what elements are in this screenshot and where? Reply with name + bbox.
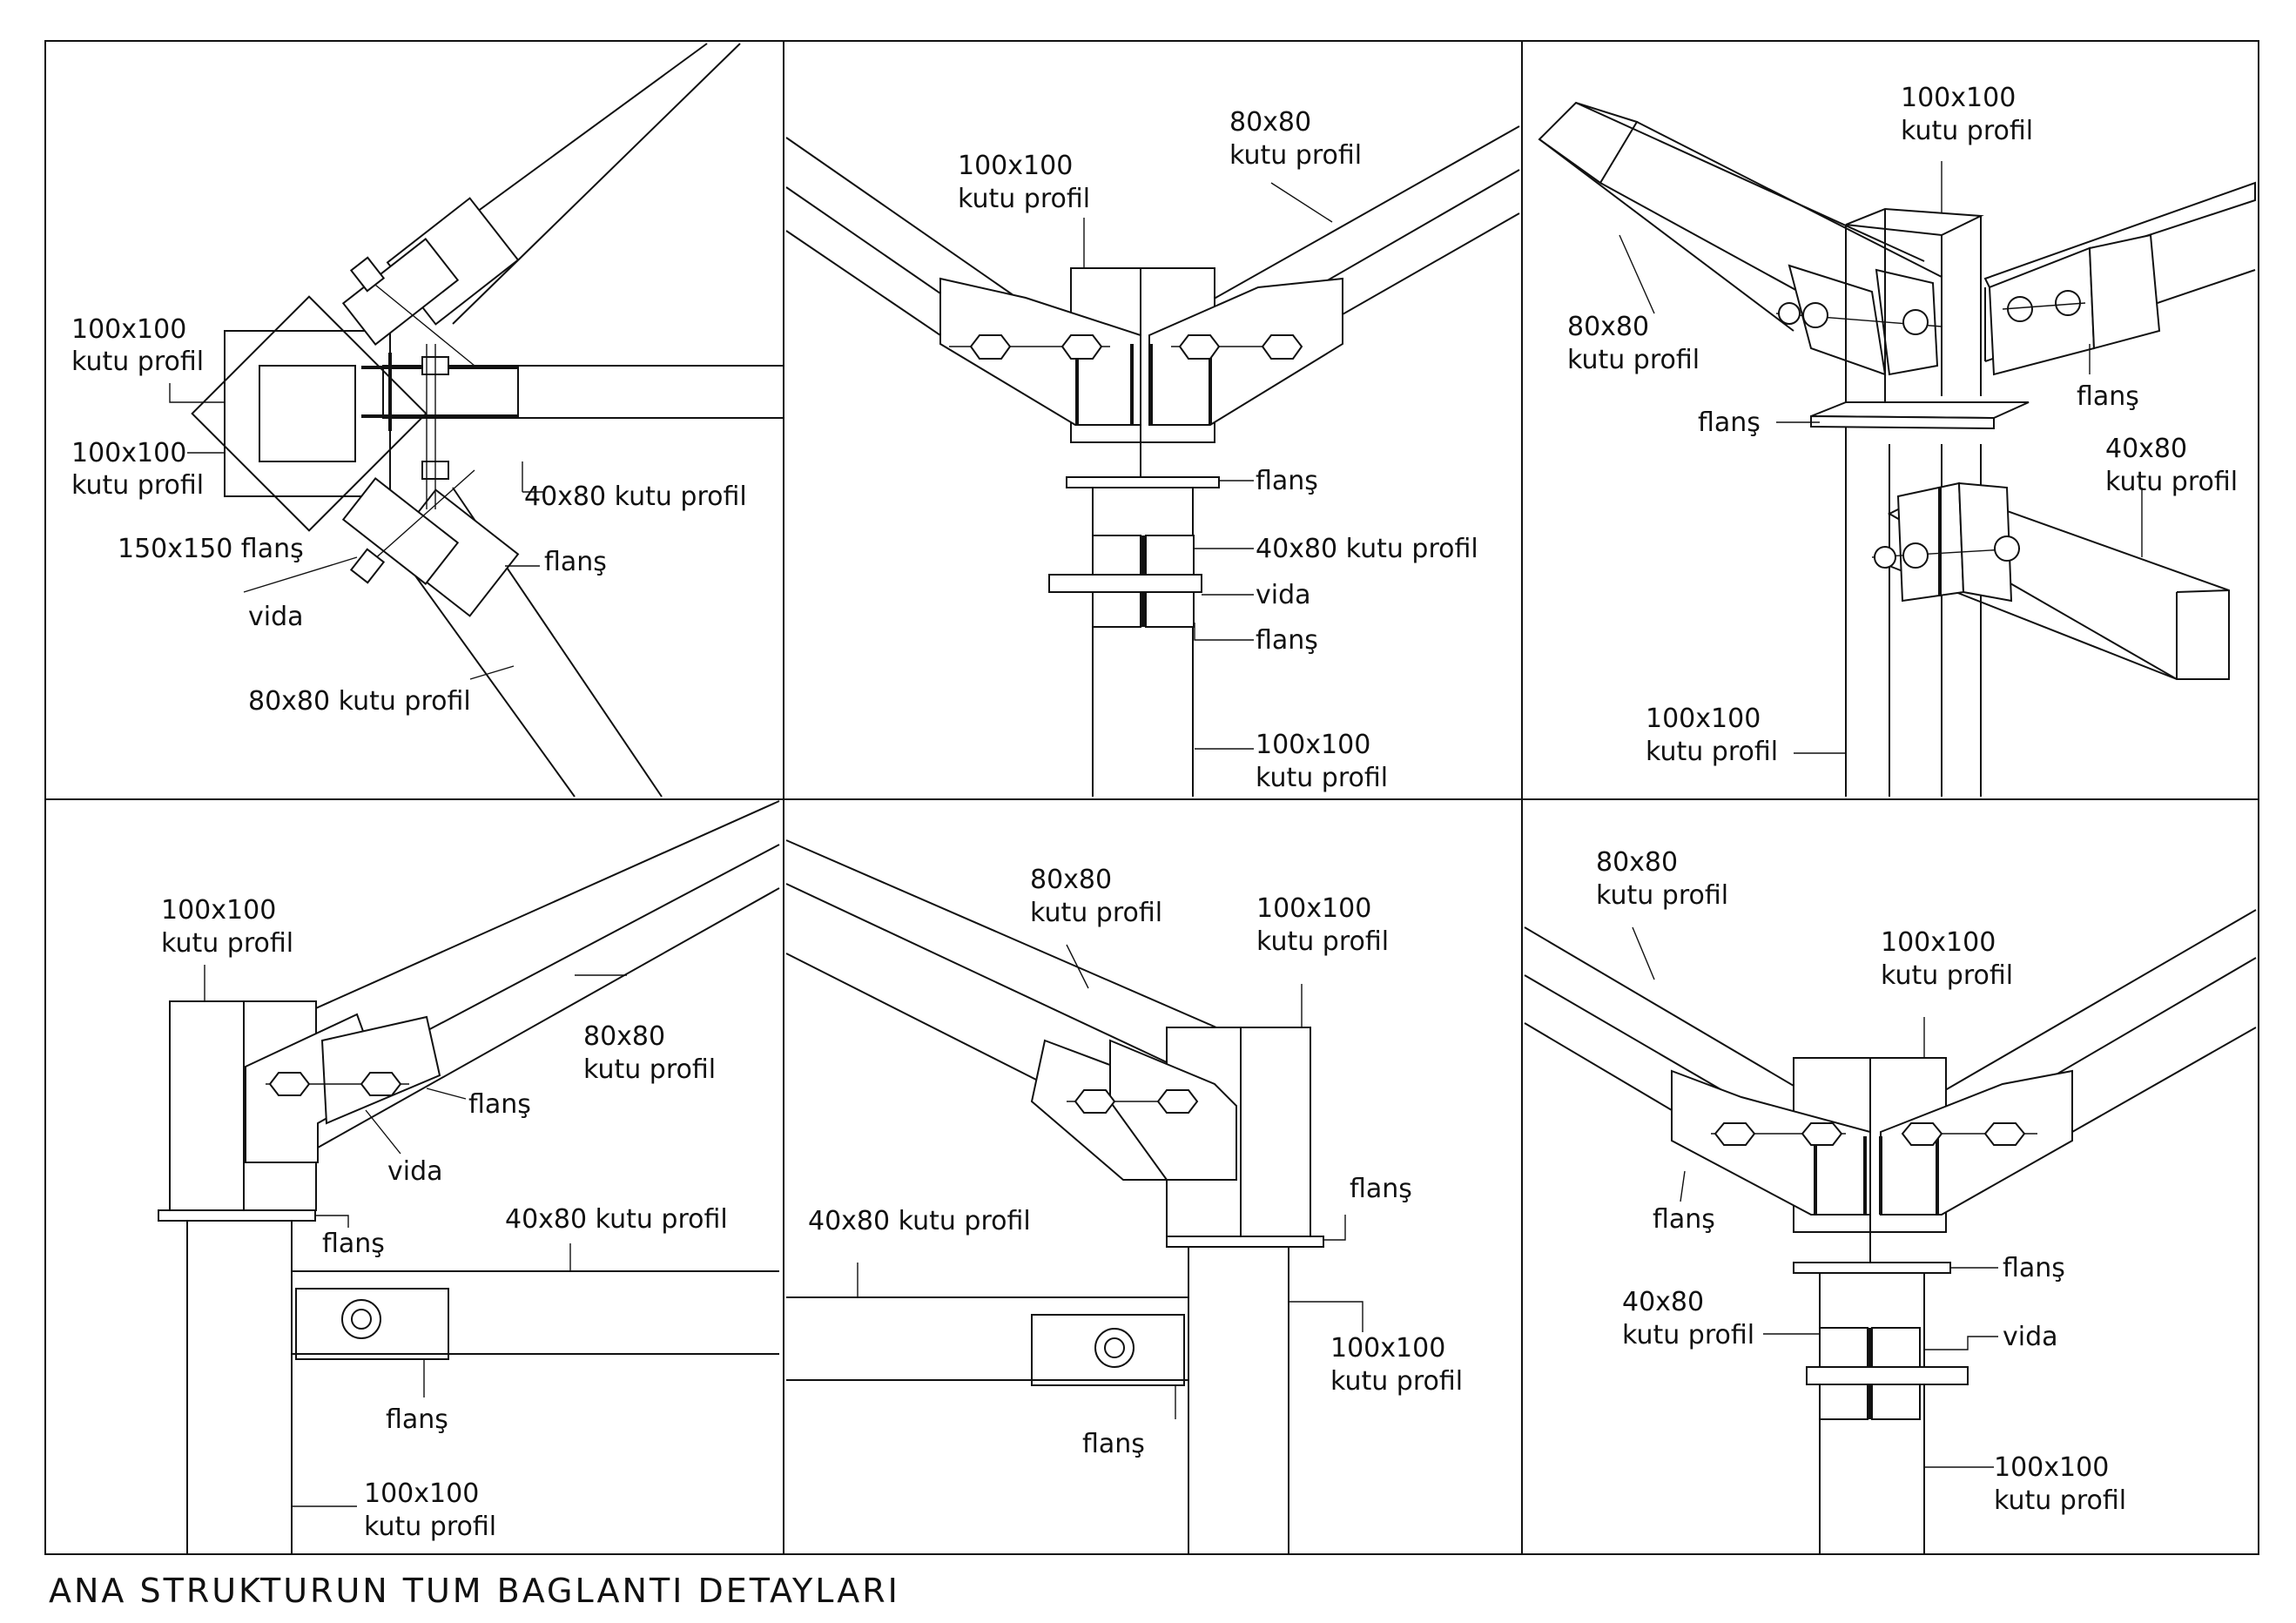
panel-bottom-right: 80x80 kutu profil 100x100 kutu profil fl…	[1524, 847, 2257, 1554]
tl-label-b1: 100x100	[71, 438, 186, 468]
bc-label-a2: kutu profil	[1030, 898, 1162, 928]
br-label-b2: kutu profil	[1881, 960, 2013, 991]
bl-label-g: flanş	[386, 1404, 448, 1435]
br-label-c: flanş	[1653, 1204, 1715, 1235]
bl-label-b1: 80x80	[583, 1021, 665, 1052]
drawing-title: ANA STRUKTURUN TUM BAGLANTI DETAYLARI	[49, 1572, 900, 1610]
panel-top-left: 100x100 kutu profil 100x100 kutu profil …	[71, 43, 784, 798]
tc-label-g2: kutu profil	[1256, 763, 1388, 793]
bl-label-h1: 100x100	[364, 1478, 479, 1509]
bl-label-d: vida	[387, 1156, 443, 1187]
tl-label-d: vida	[248, 602, 304, 632]
tr-label-a2: kutu profil	[1901, 116, 2033, 146]
tc-label-e: vida	[1256, 580, 1311, 610]
bc-label-b1: 100x100	[1256, 893, 1371, 924]
bl-label-a1: 100x100	[161, 895, 276, 926]
bl-label-h2: kutu profil	[364, 1512, 496, 1542]
br-label-g2: kutu profil	[1994, 1485, 2126, 1516]
tl-label-e: 80x80 kutu profil	[248, 686, 471, 717]
tc-label-g1: 100x100	[1256, 730, 1370, 760]
bl-label-e: flanş	[322, 1229, 385, 1259]
bc-label-e1: 100x100	[1330, 1333, 1445, 1364]
tc-label-a1: 100x100	[958, 151, 1073, 181]
tr-label-e2: kutu profil	[2105, 467, 2238, 497]
bc-label-c: 40x80 kutu profil	[808, 1206, 1031, 1236]
br-label-a1: 80x80	[1596, 847, 1678, 878]
br-label-f: vida	[2003, 1322, 2058, 1352]
tc-label-d: 40x80 kutu profil	[1256, 534, 1478, 564]
frame	[44, 40, 2259, 1555]
panel-bottom-left: 100x100 kutu profil 80x80 kutu profil fl…	[158, 800, 780, 1554]
tr-label-e1: 40x80	[2105, 434, 2187, 464]
tl-label-g: flanş	[544, 547, 607, 577]
bc-label-b2: kutu profil	[1256, 926, 1389, 957]
bc-label-a1: 80x80	[1030, 865, 1112, 895]
tc-label-b2: kutu profil	[1229, 140, 1362, 171]
tl-label-c: 150x150 flanş	[118, 534, 304, 564]
tr-label-d: flanş	[2077, 381, 2139, 412]
tl-label-a2: kutu profil	[71, 347, 204, 377]
panel-bottom-center: 80x80 kutu profil 100x100 kutu profil 40…	[785, 839, 1463, 1554]
br-label-g1: 100x100	[1994, 1452, 2109, 1483]
bc-label-e2: kutu profil	[1330, 1366, 1463, 1397]
tr-label-a1: 100x100	[1901, 83, 2016, 113]
tr-label-f2: kutu profil	[1646, 737, 1778, 767]
br-label-e1: 40x80	[1622, 1287, 1704, 1317]
tc-label-f: flanş	[1256, 625, 1318, 656]
tl-label-a1: 100x100	[71, 314, 186, 345]
tr-label-f1: 100x100	[1646, 704, 1761, 734]
panel-top-center: 100x100 kutu profil 80x80 kutu profil fl…	[785, 107, 1520, 797]
bc-label-d: flanş	[1350, 1174, 1412, 1204]
tl-label-b2: kutu profil	[71, 470, 204, 501]
br-label-a2: kutu profil	[1596, 880, 1728, 911]
panel-top-right: 100x100 kutu profil 80x80 kutu profil fl…	[1538, 83, 2256, 797]
tr-label-b2: kutu profil	[1567, 345, 1700, 375]
tc-label-a2: kutu profil	[958, 184, 1090, 214]
bl-label-f: 40x80 kutu profil	[505, 1204, 728, 1235]
br-label-d: flanş	[2003, 1253, 2065, 1283]
bl-label-c: flanş	[468, 1089, 531, 1120]
tl-label-f: 40x80 kutu profil	[524, 482, 747, 512]
bc-label-f: flanş	[1082, 1429, 1145, 1459]
br-label-b1: 100x100	[1881, 927, 1996, 958]
tr-label-b1: 80x80	[1567, 312, 1649, 342]
tc-label-b1: 80x80	[1229, 107, 1311, 138]
tc-label-c: flanş	[1256, 466, 1318, 496]
bl-label-b2: kutu profil	[583, 1054, 716, 1085]
br-label-e2: kutu profil	[1622, 1320, 1754, 1350]
bl-label-a2: kutu profil	[161, 928, 293, 959]
tr-label-c: flanş	[1698, 407, 1761, 438]
